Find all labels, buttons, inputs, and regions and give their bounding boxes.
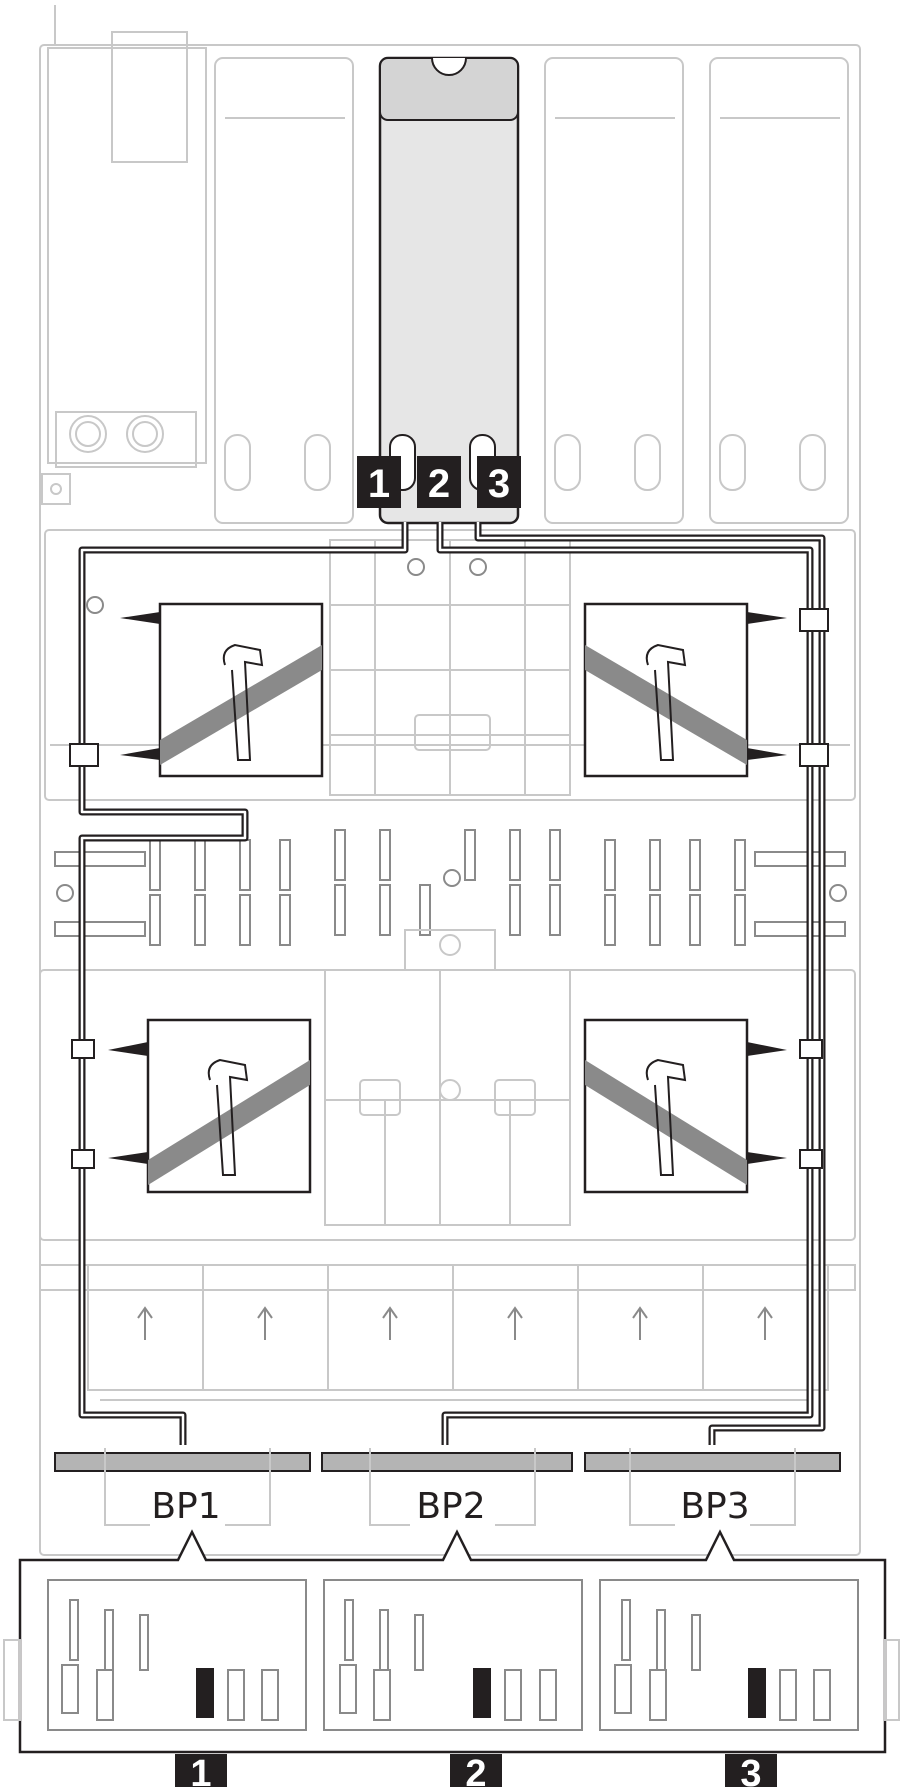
backplane-tabs bbox=[104, 1448, 796, 1526]
cable-clips bbox=[69, 608, 829, 1169]
heatsink-handle-icon bbox=[207, 1058, 249, 1176]
heatsink-handle-icon bbox=[645, 1058, 687, 1176]
bottom-callouts: 1 2 3 bbox=[175, 1753, 777, 1787]
callout-1: 1 bbox=[190, 1753, 211, 1787]
callout-3: 3 bbox=[740, 1753, 761, 1787]
riser-label-2: 2 bbox=[428, 462, 450, 506]
lock-icon bbox=[86, 558, 487, 614]
heatsink-top-right bbox=[583, 602, 787, 778]
backplane-connectors bbox=[196, 1668, 766, 1718]
riser-label-3: 3 bbox=[488, 462, 510, 506]
riser-connector-labels: 1 2 3 bbox=[357, 456, 521, 508]
backplane-boards bbox=[47, 1579, 859, 1731]
backplane-bars bbox=[54, 1452, 841, 1472]
cables-inner bbox=[80, 522, 824, 1445]
highlighted-riser bbox=[378, 56, 520, 525]
heatsink-bottom-left bbox=[108, 1018, 312, 1194]
heatsink-bottom-right bbox=[583, 1018, 787, 1194]
backplane-label-bp2: BP2 bbox=[416, 1486, 485, 1527]
top-slots bbox=[214, 57, 849, 524]
heatsink-handle-icon bbox=[222, 643, 264, 761]
fan-bay bbox=[39, 1264, 856, 1401]
backplane-label-bp1: BP1 bbox=[151, 1486, 220, 1527]
airflow-arrow-icon bbox=[137, 1306, 773, 1340]
lower-board bbox=[39, 929, 856, 1241]
callout-2: 2 bbox=[465, 1753, 486, 1787]
backplane-exploded-view bbox=[3, 1529, 900, 1754]
pcie-slots bbox=[54, 829, 847, 946]
riser-label-1: 1 bbox=[368, 462, 390, 506]
backplane-label-bp3: BP3 bbox=[680, 1486, 749, 1527]
heatsink-handle-icon bbox=[645, 643, 687, 761]
backplane-labels: BP1 BP2 BP3 bbox=[151, 1486, 749, 1527]
heatsink-top-left bbox=[120, 602, 324, 778]
